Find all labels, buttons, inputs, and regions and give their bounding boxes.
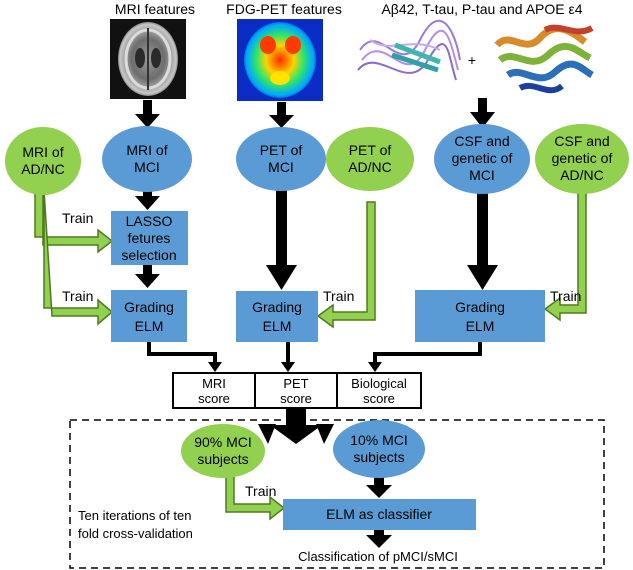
mri-adnc-node: MRI of AD/NC: [5, 127, 81, 195]
train-label: Train: [245, 483, 276, 499]
box-text: fetures: [128, 230, 171, 246]
mri-score-label: score: [198, 391, 230, 406]
biological-score-label: Biological: [351, 376, 407, 391]
train-label: Train: [550, 288, 581, 304]
grading-elm-csf-box: Grading ELM: [415, 290, 545, 342]
node-text: PET of: [260, 142, 303, 158]
box-text: Grading: [455, 299, 505, 315]
train-label: Train: [62, 210, 93, 226]
grading-elm-mri-box: Grading ELM: [111, 290, 187, 342]
subjects-to-classifier-arrow: [366, 476, 392, 498]
pet-adnc-node: PET of AD/NC: [326, 127, 414, 191]
cross-validation-note: Ten iterations of ten: [78, 508, 191, 523]
mri-features-heading: MRI features: [115, 1, 195, 17]
pet-features-heading: FDG-PET features: [226, 1, 342, 17]
pet-score-label: PET: [283, 376, 308, 391]
score-arrowheads: [208, 362, 382, 372]
csf-features-heading: Aβ42, T-tau, P-tau and APOE ε4: [381, 1, 582, 17]
node-text: CSF and: [454, 133, 509, 149]
node-text: genetic of: [552, 150, 613, 166]
node-text: subjects: [197, 451, 248, 467]
scores-to-subjects-arrow: [258, 409, 334, 444]
train-arrows: [34, 189, 587, 521]
csf-mci-node: CSF and genetic of MCI: [434, 124, 530, 194]
box-text: ELM: [263, 318, 292, 334]
amyloid-protein-image: [357, 19, 461, 81]
node-text: 90% MCI: [194, 434, 252, 450]
box-text: Grading: [124, 299, 174, 315]
cross-validation-note: fold cross-validation: [78, 526, 193, 541]
node-text: genetic of: [452, 150, 513, 166]
subjects-90-node: 90% MCI subjects: [181, 424, 265, 478]
lasso-selection-box: LASSO fetures selection: [111, 211, 188, 265]
score-boxes: MRI score PET score Biological score: [172, 372, 422, 409]
score-connectors: [147, 342, 482, 364]
classifier-to-result-arrow: [366, 530, 392, 548]
csf-adnc-node: CSF and genetic of AD/NC: [535, 124, 629, 194]
box-text: LASSO: [126, 213, 173, 229]
node-text: AD/NC: [21, 161, 65, 177]
node-text: MCI: [469, 167, 495, 183]
box-text: ELM: [135, 318, 164, 334]
box-text: selection: [121, 247, 176, 263]
pet-score-label: score: [280, 391, 312, 406]
connector-arrows: [135, 98, 498, 290]
elm-classifier-box: ELM as classifier: [283, 499, 476, 530]
node-text: MRI of: [22, 144, 63, 160]
pet-mci-node: PET of MCI: [236, 127, 326, 191]
node-text: subjects: [353, 449, 404, 465]
node-text: CSF and: [554, 133, 609, 149]
classification-result-label: Classification of pMCI/sMCI: [298, 549, 458, 564]
node-text: MRI of: [126, 142, 167, 158]
box-text: Grading: [252, 299, 302, 315]
cross-validation-frame: [69, 419, 605, 569]
node-text: AD/NC: [560, 167, 604, 183]
node-text: 10% MCI: [350, 432, 408, 448]
train-labels: Train Train Train Train Train: [62, 210, 581, 499]
mri-brain-image: [110, 19, 186, 99]
train-label: Train: [323, 288, 354, 304]
mri-score-label: MRI: [202, 376, 226, 391]
subjects-10-node: 10% MCI subjects: [333, 420, 425, 478]
grading-elm-pet-box: Grading ELM: [236, 291, 318, 342]
box-text: ELM: [466, 318, 495, 334]
plus-sign: +: [468, 52, 476, 68]
train-label: Train: [62, 288, 93, 304]
node-text: AD/NC: [348, 159, 392, 175]
node-text: MCI: [268, 159, 294, 175]
box-text: ELM as classifier: [326, 506, 432, 522]
pet-brain-image: [237, 19, 323, 101]
node-text: PET of: [349, 142, 392, 158]
biological-score-label: score: [363, 391, 395, 406]
apoe-protein-image: [494, 24, 594, 94]
mri-mci-node: MRI of MCI: [102, 126, 192, 192]
node-text: MCI: [134, 159, 160, 175]
